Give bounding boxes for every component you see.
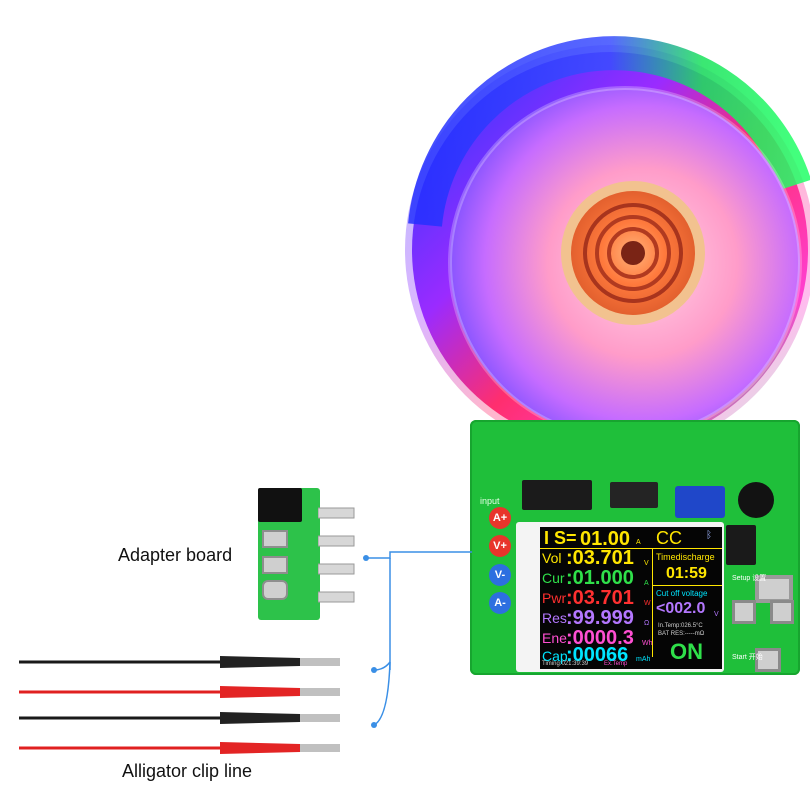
pad-a-minus: A-: [489, 592, 511, 614]
pad-a-plus: A+: [489, 507, 511, 529]
chip: [522, 480, 592, 510]
current-label: Cur: [542, 570, 565, 586]
input-label: input: [480, 496, 500, 506]
divider: [653, 585, 722, 586]
pad-v-plus: V+: [489, 535, 511, 557]
rgb-cooling-fan: [405, 36, 810, 455]
cutoff-voltage-value: <002.0: [656, 600, 706, 617]
connection-lines: [363, 551, 472, 728]
bluetooth-icon: ᛒ: [706, 530, 712, 541]
resistance-label: Res: [542, 610, 567, 626]
divider: [652, 549, 653, 657]
power-unit: W: [644, 600, 651, 607]
current-value: :01.000: [566, 567, 634, 589]
power-value: :03.701: [566, 587, 634, 609]
energy-unit: Wh: [642, 640, 653, 647]
battery-resistance-readout: BAT RES:-----mΩ: [658, 631, 705, 637]
power-label: Pwr: [542, 590, 567, 606]
start-label: Start 开始: [732, 654, 763, 661]
timing-readout: Timing:021:39:39: [542, 661, 589, 667]
chip: [610, 482, 658, 508]
timed-discharge-label: Timedischarge: [656, 552, 715, 562]
right-button[interactable]: [770, 600, 794, 624]
mini-usb-port: [262, 530, 288, 548]
alligator-clip-caption: Alligator clip line: [122, 761, 253, 781]
current-unit: A: [644, 580, 649, 587]
cutoff-voltage-label: Cut off voltage: [656, 589, 708, 598]
resistance-unit: Ω: [644, 620, 650, 627]
set-current-label: I S=: [544, 528, 577, 548]
alligator-clip-cables: [19, 656, 340, 754]
capacity-label: Cap: [542, 648, 568, 664]
divider: [540, 548, 722, 549]
buzzer: [738, 482, 774, 518]
adapter-pins: [318, 507, 355, 603]
energy-label: Ene: [542, 630, 567, 646]
capacity-unit: mAh: [636, 656, 651, 663]
bluetooth-module: [675, 486, 725, 518]
voltage-unit: V: [644, 560, 649, 567]
left-button[interactable]: [732, 600, 756, 624]
set-current-value: 01.00: [580, 528, 631, 550]
adapter-board: [258, 488, 320, 620]
chip: [726, 525, 756, 565]
cutoff-voltage-unit: V: [714, 611, 719, 618]
adapter-board-caption: Adapter board: [118, 545, 233, 565]
timed-discharge-value: 01:59: [666, 565, 707, 582]
dc-barrel-jack: [258, 488, 302, 522]
usb-c-port: [262, 580, 288, 600]
lcd-screen: I S= 01.00 A CC ᛒ Vol :03.701 V Cur :01.…: [540, 527, 722, 669]
internal-temp-readout: In.Temp:026.5°C: [658, 623, 703, 629]
micro-usb-port: [262, 556, 288, 574]
voltage-label: Vol: [542, 550, 562, 566]
pad-v-minus: V-: [489, 564, 511, 586]
capacity-value: :00066: [566, 644, 629, 666]
set-current-unit: A: [636, 539, 641, 546]
voltage-value: :03.701: [566, 547, 634, 569]
resistance-value: :99.999: [566, 607, 634, 629]
mode-label: CC: [656, 528, 682, 548]
ex-temp-readout: Ex.Temp: [604, 661, 628, 667]
energy-value: :0000.3: [566, 627, 634, 649]
setup-label: Setup 设置: [732, 575, 767, 582]
output-status: ON: [670, 639, 703, 664]
start-button[interactable]: [755, 648, 781, 672]
